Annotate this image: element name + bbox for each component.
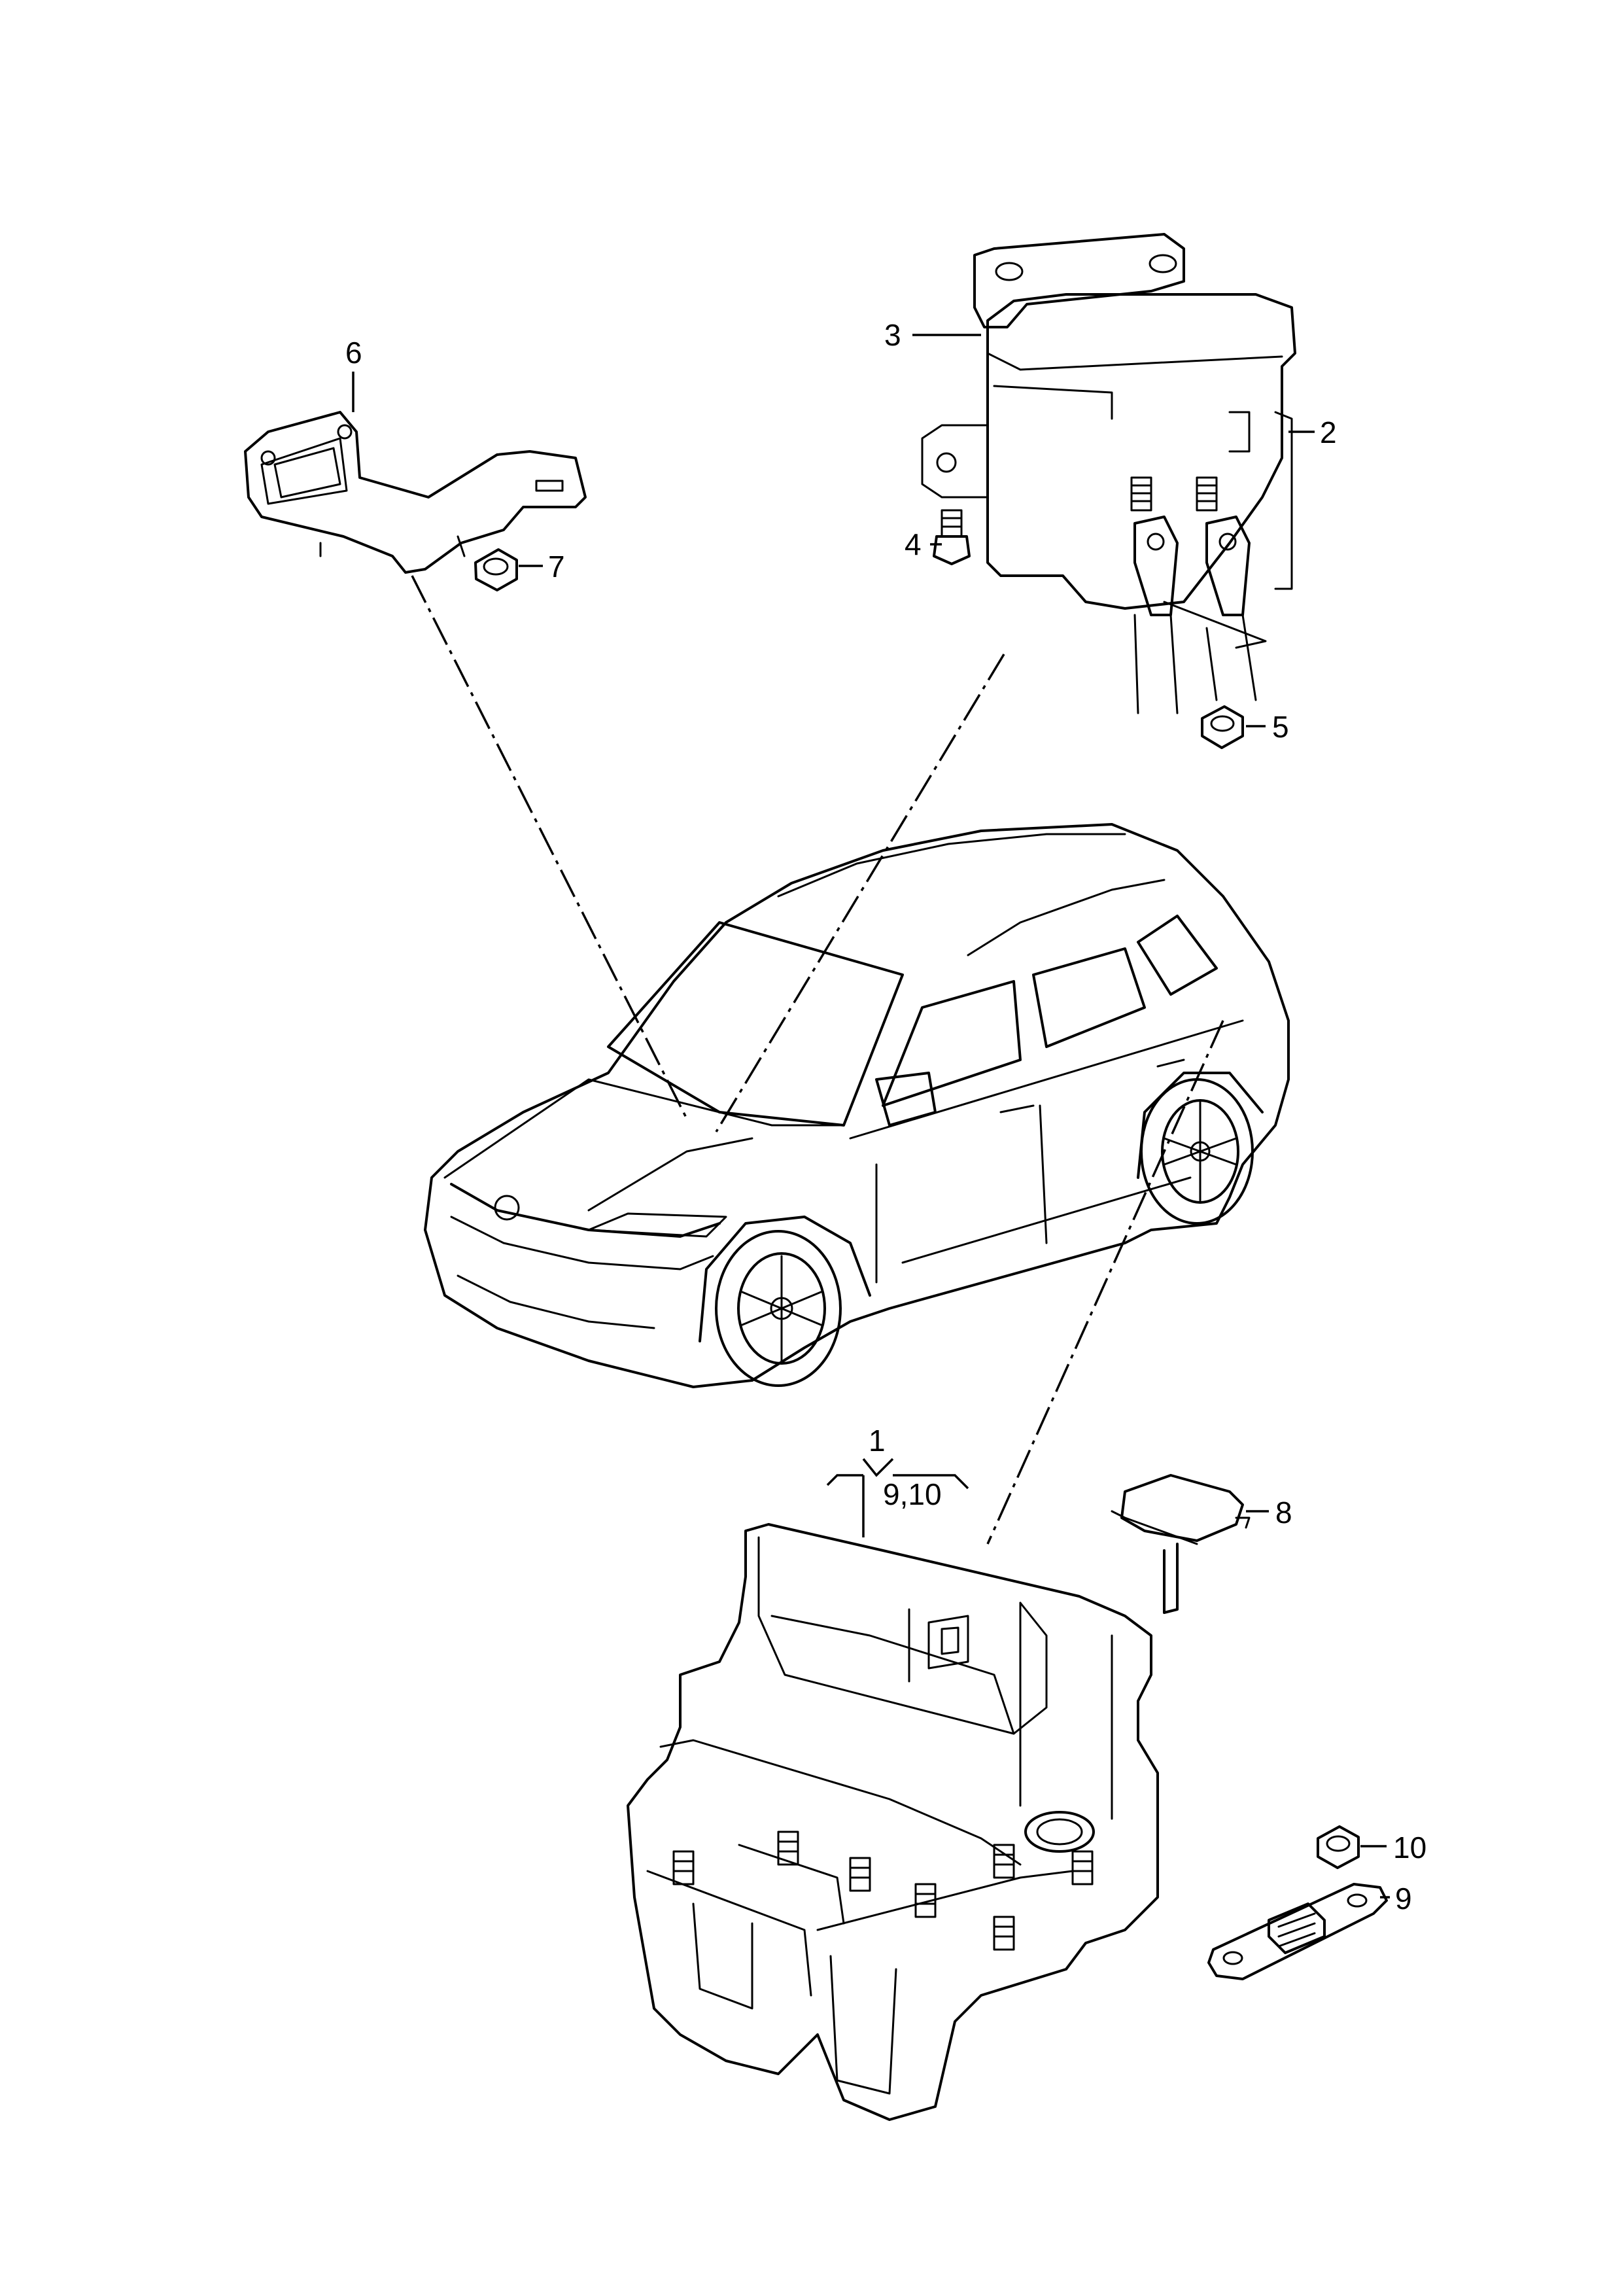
callout-5: 5	[1272, 710, 1289, 744]
fuse-holder-part-2	[921, 293, 1296, 714]
callout-4: 4	[905, 527, 922, 561]
callout-1: 1	[869, 1424, 886, 1458]
cover-part-3	[973, 233, 1185, 328]
nut-part-5	[1201, 705, 1244, 749]
bracket-part-6	[244, 411, 587, 574]
callout-10: 10	[1393, 1831, 1426, 1865]
fuse-strip-part-9	[1207, 1883, 1388, 1980]
callout-8: 8	[1275, 1496, 1292, 1530]
callout-9-10: 9,10	[883, 1477, 942, 1511]
callout-6: 6	[345, 336, 362, 370]
leader-lines	[352, 334, 1390, 1899]
callout-9: 9	[1395, 1882, 1412, 1916]
bolt-part-4	[933, 509, 971, 565]
battery-box-part-1	[627, 1523, 1159, 2121]
nut-part-10	[1317, 1825, 1360, 1869]
callout-labels: 1 9,10 2 3 4 5 6 7 8 10 9	[345, 318, 1426, 1916]
callout-3: 3	[884, 318, 901, 352]
callout-7: 7	[548, 550, 565, 584]
clip-part-8	[1111, 1474, 1251, 1614]
callout-2: 2	[1320, 415, 1337, 449]
nut-part-7	[474, 548, 518, 591]
reference-lines	[411, 575, 1224, 1545]
vehicle-outline	[424, 823, 1290, 1388]
